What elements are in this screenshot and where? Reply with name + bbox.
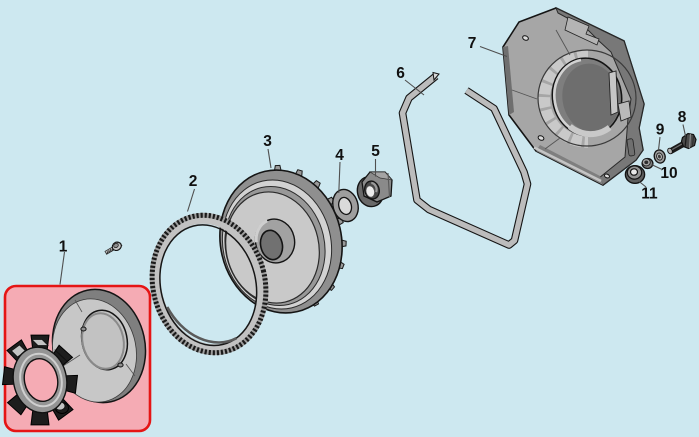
svg-text:1: 1 (59, 239, 68, 256)
svg-text:11: 11 (641, 186, 658, 203)
svg-text:6: 6 (396, 65, 405, 82)
svg-text:7: 7 (468, 35, 477, 52)
svg-text:10: 10 (660, 165, 677, 182)
svg-text:3: 3 (263, 133, 272, 150)
svg-text:2: 2 (189, 173, 198, 190)
svg-text:9: 9 (656, 122, 665, 139)
svg-text:5: 5 (371, 143, 380, 160)
svg-text:8: 8 (678, 109, 687, 126)
svg-text:4: 4 (335, 147, 344, 164)
